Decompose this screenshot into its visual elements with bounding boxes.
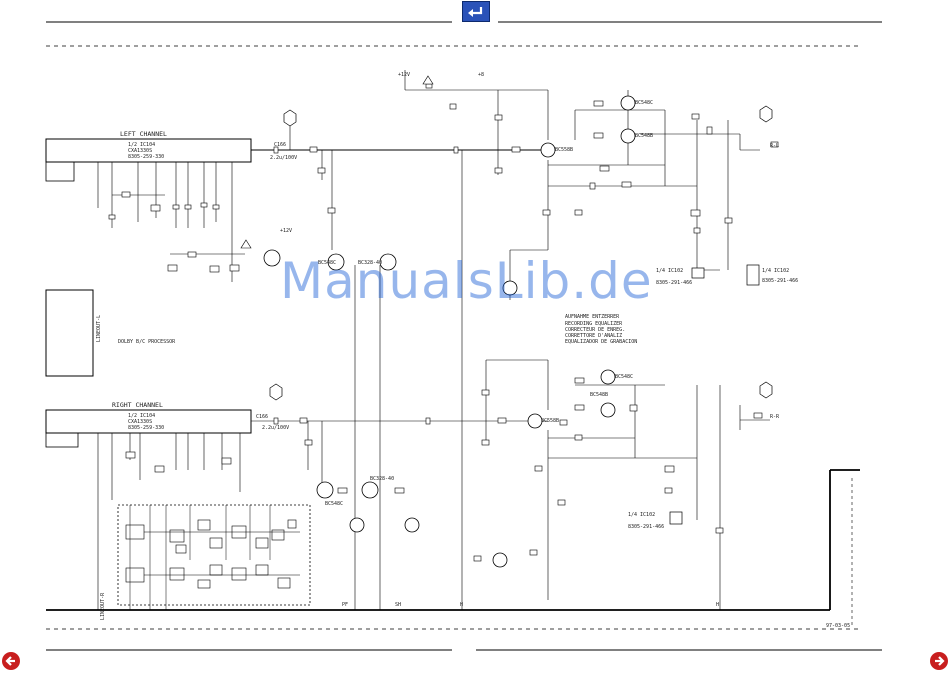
left-input-label: LINEOUT-L [96,315,102,342]
transistor-t5 [263,249,281,267]
supply-12v-mid: +12V [280,228,292,234]
warning-icon-2 [240,239,252,249]
watermark: ManualsLib.de [280,252,653,310]
back-button[interactable] [462,1,490,22]
right-channel-title: RIGHT CHANNEL [112,401,163,409]
supply-8v: +8 [478,72,484,78]
left-output-cap: C166 [274,142,286,148]
bus-sh: SH [395,602,401,608]
bus-h: H [460,602,463,608]
svg-text:8305-291-466: 8305-291-466 [628,524,664,530]
left-ic-code: 8305-259-330 [128,154,164,160]
left-channel-title: LEFT CHANNEL [120,130,167,138]
svg-text:2.2u/100V: 2.2u/100V [262,425,289,431]
svg-text:8305-291-466: 8305-291-466 [656,280,692,286]
left-ic-part: CXA1330S [128,148,152,154]
transistor-t3 [620,95,636,111]
return-arrow-icon [468,7,483,17]
right-input-label: LINEOUT-R [100,592,106,620]
svg-text:1/4 IC102: 1/4 IC102 [656,268,683,274]
svg-text:BC328-40: BC328-40 [358,260,382,266]
right-output-label: R-R [770,414,780,420]
svg-text:BC558B: BC558B [541,418,559,424]
dolby-box [45,289,94,377]
svg-text:8305-259-330: 8305-259-330 [128,425,164,431]
svg-text:BC548C: BC548C [325,501,343,507]
svg-text:CXA1330S: CXA1330S [128,419,152,425]
date-code: 97-03-05 [826,623,850,629]
svg-text:EQUALIZADOR DE GRABACION: EQUALIZADOR DE GRABACION [565,339,637,345]
svg-text:8305-291-466: 8305-291-466 [762,278,798,284]
left-output-cap-value: 2.2u/100V [270,155,297,161]
svg-text:BC558B: BC558B [555,147,573,153]
svg-text:C166: C166 [256,414,268,420]
svg-text:BC548B: BC548B [635,133,653,139]
transistor-t7 [379,253,397,271]
transistor-t6 [327,253,345,271]
transistor-t8 [502,280,518,296]
svg-text:CORRETTORE D'ANALIZ: CORRETTORE D'ANALIZ [565,333,622,339]
svg-text:1/4 IC102: 1/4 IC102 [762,268,789,274]
svg-text:BC548C: BC548C [615,374,633,380]
arrow-left-icon [5,656,15,666]
arrow-right-icon [935,656,945,666]
bus-h2: H [716,602,719,608]
left-ic-name: 1/2 IC104 [128,142,155,148]
svg-text:RECORDING EQUALIZER: RECORDING EQUALIZER [565,321,623,327]
bus-pf: PF [342,602,348,608]
next-page-button[interactable] [930,652,948,670]
svg-text:1/2 IC104: 1/2 IC104 [128,413,155,419]
transistor-t2 [540,142,556,158]
svg-text:BC548C: BC548C [635,100,653,106]
svg-text:BC548B: BC548B [590,392,608,398]
dolby-label: DOLBY B/C PROCESSOR [118,339,176,345]
svg-text:BC548C: BC548C [318,260,336,266]
eq-title: AUFNAHME ENTZERRER [565,314,620,320]
right-ic-box [45,409,252,434]
left-output-label: R-L [770,143,779,149]
svg-text:CORRECTEUR DE ENREG.: CORRECTEUR DE ENREG. [565,327,625,333]
svg-text:1/4 IC102: 1/4 IC102 [628,512,655,518]
svg-text:BC328-40: BC328-40 [370,476,394,482]
transistor-t4 [620,128,636,144]
supply-12v-top: +12V [398,72,410,78]
warning-icon [422,75,434,85]
prev-page-button[interactable] [2,652,20,670]
